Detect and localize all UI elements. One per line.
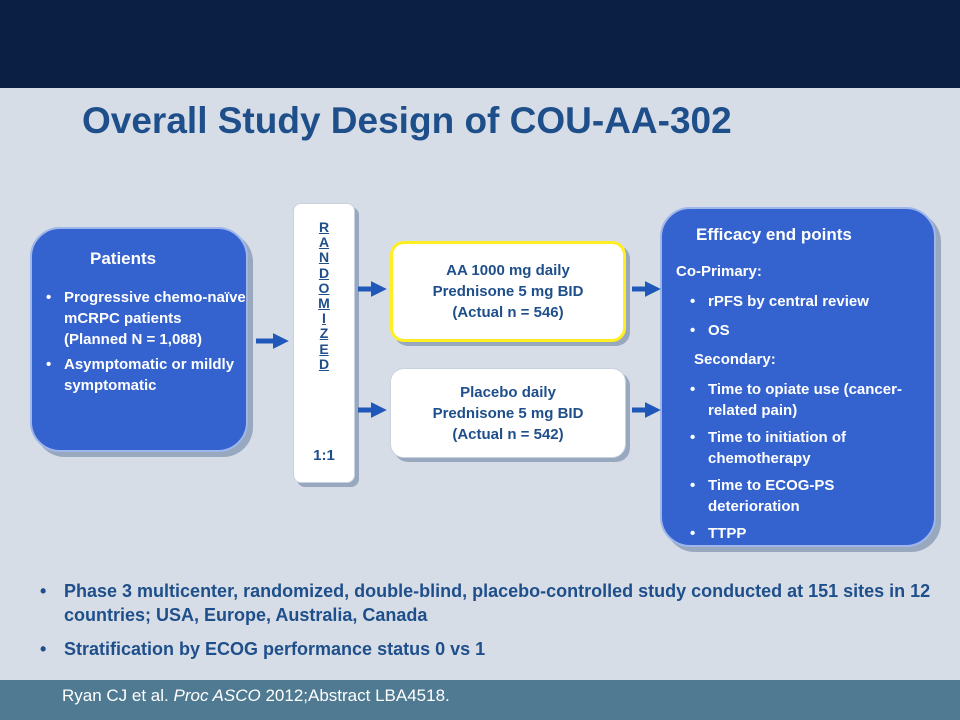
- citation: Ryan CJ et al. Proc ASCO 2012;Abstract L…: [62, 686, 450, 706]
- randomized-letter: D: [318, 264, 330, 281]
- arm-placebo-line: Prednisone 5 mg BID: [432, 404, 584, 422]
- randomized-box: R A N D O M I Z E D: [293, 203, 355, 483]
- arm-aa-line: Prednisone 5 mg BID: [432, 283, 584, 300]
- secondary-item: Time to ECOG-PS deterioration: [690, 475, 920, 517]
- co-primary-label: Co-Primary:: [676, 263, 762, 280]
- arm-aa-line: AA 1000 mg daily: [446, 262, 570, 279]
- randomized-letter: Z: [319, 325, 329, 342]
- patients-item: Asymptomatic or mildly symptomatic: [46, 354, 246, 396]
- study-note: Stratification by ECOG performance statu…: [40, 637, 940, 661]
- secondary-label: Secondary:: [694, 351, 776, 368]
- randomized-label: R A N D O M I Z E D: [294, 219, 354, 372]
- study-note: Phase 3 multicenter, randomized, double-…: [40, 579, 940, 627]
- secondary-list: Time to opiate use (cancer-related pain)…: [690, 379, 920, 544]
- arm-aa-box: AA 1000 mg daily Prednisone 5 mg BID (Ac…: [390, 241, 626, 342]
- study-notes: Phase 3 multicenter, randomized, double-…: [40, 579, 940, 671]
- randomized-letter: N: [318, 249, 330, 266]
- co-primary-list: rPFS by central review OS: [690, 291, 930, 341]
- efficacy-panel: Efficacy end points Co-Primary: rPFS by …: [660, 207, 936, 547]
- secondary-item: TTPP: [690, 523, 920, 544]
- co-primary-item: OS: [690, 320, 930, 341]
- randomized-letter: I: [322, 310, 326, 327]
- patients-heading: Patients: [90, 249, 157, 268]
- co-primary-item: rPFS by central review: [690, 291, 930, 312]
- randomized-letter: D: [318, 355, 330, 372]
- patients-item: Progressive chemo-naïve mCRPC patients (…: [46, 287, 246, 350]
- header-bar: [0, 0, 960, 88]
- patients-list: Progressive chemo-naïve mCRPC patients (…: [46, 287, 246, 396]
- citation-authors: Ryan CJ et al.: [62, 686, 174, 705]
- citation-rest: 2012;Abstract LBA4518.: [260, 686, 450, 705]
- arm-placebo-line: Placebo daily: [460, 383, 556, 401]
- arm-aa-line: (Actual n = 546): [452, 304, 564, 321]
- secondary-item: Time to opiate use (cancer-related pain): [690, 379, 920, 421]
- slide-title: Overall Study Design of COU-AA-302: [82, 100, 732, 141]
- randomized-letter: O: [318, 279, 330, 296]
- footer-bar: [0, 680, 960, 720]
- efficacy-heading: Efficacy end points: [696, 225, 852, 244]
- secondary-item: Time to initiation of chemotherapy: [690, 427, 920, 469]
- patients-panel: Patients Progressive chemo-naïve mCRPC p…: [30, 227, 248, 452]
- arm-placebo-line: (Actual n = 542): [452, 425, 564, 443]
- randomization-ratio: 1:1: [313, 447, 335, 464]
- randomized-letter: R: [318, 219, 330, 235]
- randomized-letter: A: [318, 234, 330, 251]
- randomized-letter: E: [319, 340, 329, 357]
- randomized-letter: M: [318, 295, 330, 312]
- arm-placebo-box: Placebo daily Prednisone 5 mg BID (Actua…: [390, 368, 626, 458]
- citation-journal: Proc ASCO: [173, 686, 261, 705]
